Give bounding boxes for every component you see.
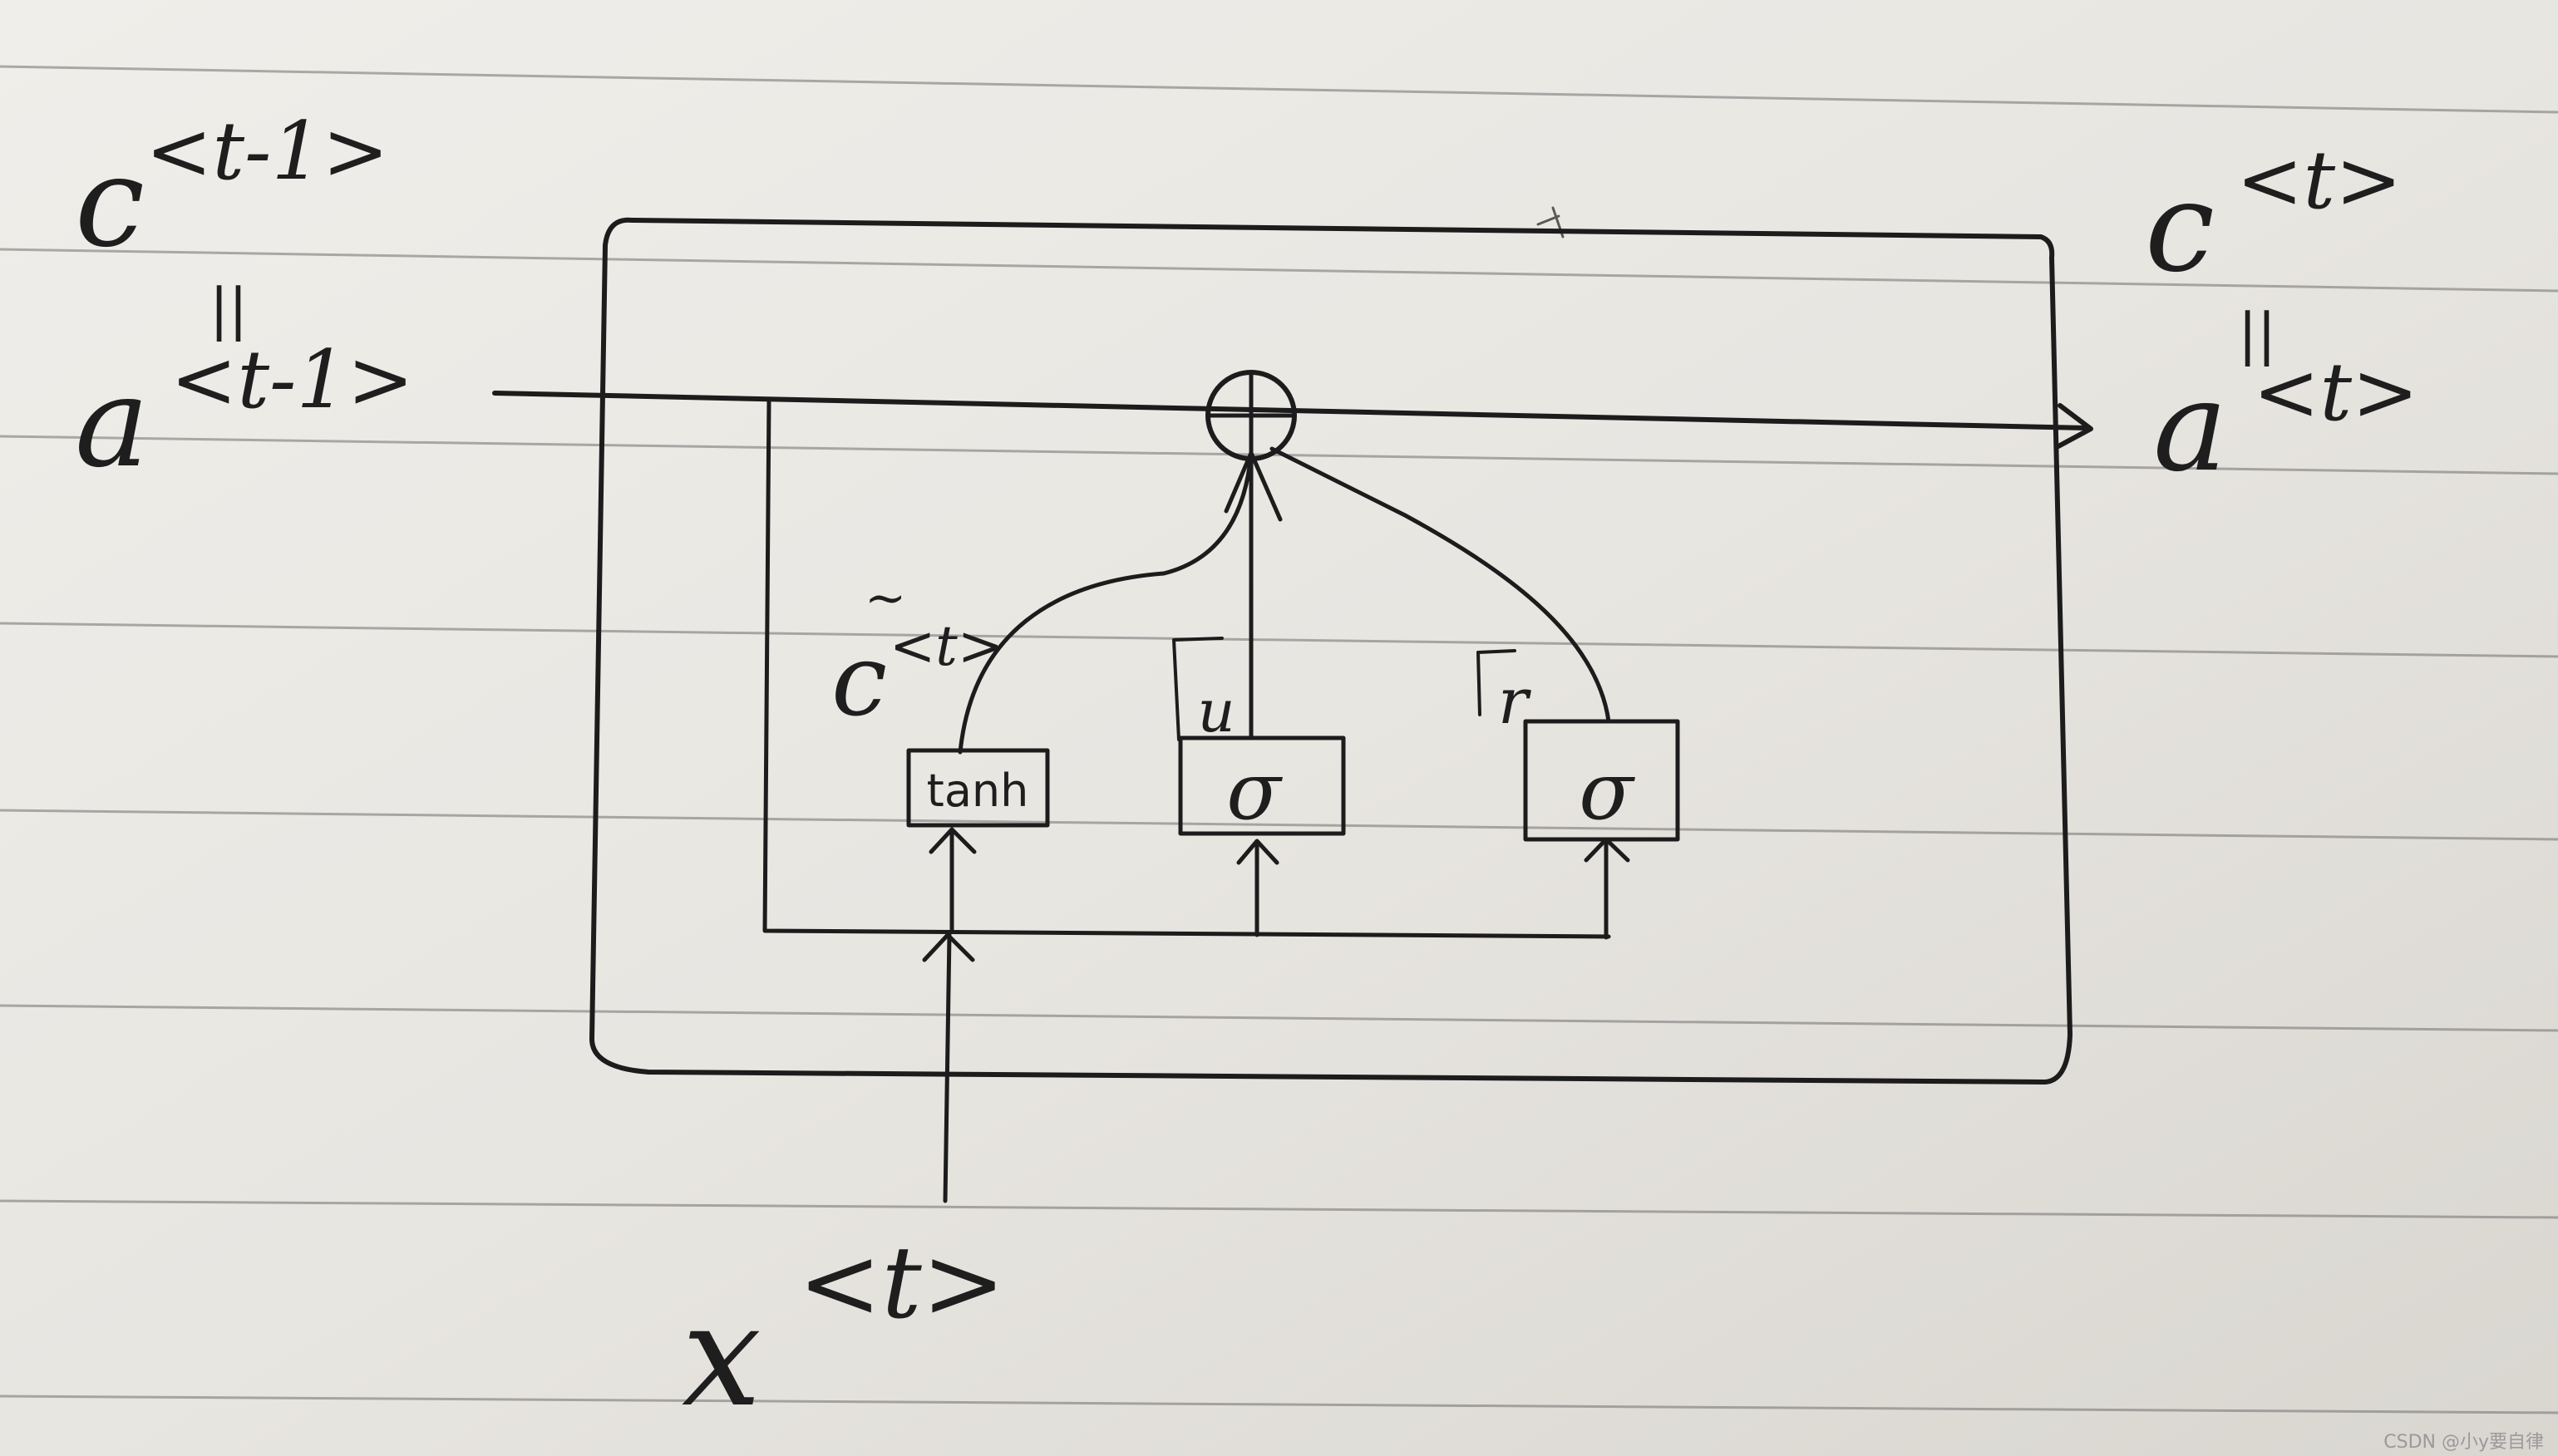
x-input-arrowhead: [922, 932, 975, 962]
svg-text:x: x: [682, 1274, 761, 1439]
c-next-label: c <t>: [2145, 134, 2402, 300]
svg-text:<t-1>: <t-1>: [145, 105, 389, 198]
x-input-label: x <t>: [682, 1226, 1005, 1439]
a-prev-equality-mark: ||: [209, 277, 248, 342]
candidate-arrowhead: [1224, 450, 1283, 522]
svg-text:<t>: <t>: [2253, 346, 2418, 439]
svg-text:~: ~: [865, 569, 906, 627]
tanh-label: tanh: [927, 765, 1029, 817]
svg-text:<t>: <t>: [2236, 134, 2402, 227]
tanh-input-arrowhead: [929, 827, 977, 854]
a-next-label: a <t>: [2153, 346, 2418, 499]
svg-text:<t>: <t>: [890, 614, 1003, 678]
a-prev-label: a <t-1>: [75, 333, 414, 495]
ruled-lines: [0, 65, 2558, 1414]
update-input-arrowhead: [1236, 839, 1279, 865]
svg-text:a: a: [75, 351, 149, 495]
svg-text:c: c: [831, 623, 887, 739]
c-tilde-label: ~ c <t>: [831, 569, 1003, 739]
hidden-state-line: [492, 391, 2089, 430]
output-arrowhead: [2056, 403, 2093, 449]
stray-mark: [1536, 206, 1565, 239]
sigma-box-update: [1178, 735, 1346, 836]
update-gate-label: u: [1197, 677, 1235, 745]
candidate-connector: [958, 450, 1254, 755]
x-input-line: [943, 932, 952, 1203]
reset-gate-connector: [1269, 446, 1611, 724]
svg-text:c: c: [2145, 155, 2215, 300]
cell-outer-box: [589, 217, 2073, 1085]
update-gate-label-box: [1172, 637, 1224, 741]
reset-input-arrowhead: [1584, 837, 1630, 863]
reset-gate-label-box: [1476, 649, 1516, 716]
sigma-label-update: σ: [1226, 745, 1283, 838]
c-prev-label: c <t-1>: [75, 105, 389, 275]
gate-combine-node: [1205, 370, 1297, 461]
feedback-path: [762, 396, 1611, 939]
a-next-equality-mark: ||: [2238, 302, 2276, 367]
reset-gate-label: r: [1498, 664, 1532, 738]
svg-text:<t-1>: <t-1>: [170, 333, 414, 426]
svg-text:a: a: [2153, 355, 2227, 499]
watermark: CSDN @小y要自律: [2383, 1432, 2544, 1453]
tanh-box: [906, 748, 1050, 828]
svg-text:<t>: <t>: [798, 1226, 1005, 1341]
sigma-label-reset: σ: [1579, 745, 1635, 838]
sigma-box-reset: [1523, 719, 1680, 842]
svg-text:c: c: [75, 130, 145, 275]
